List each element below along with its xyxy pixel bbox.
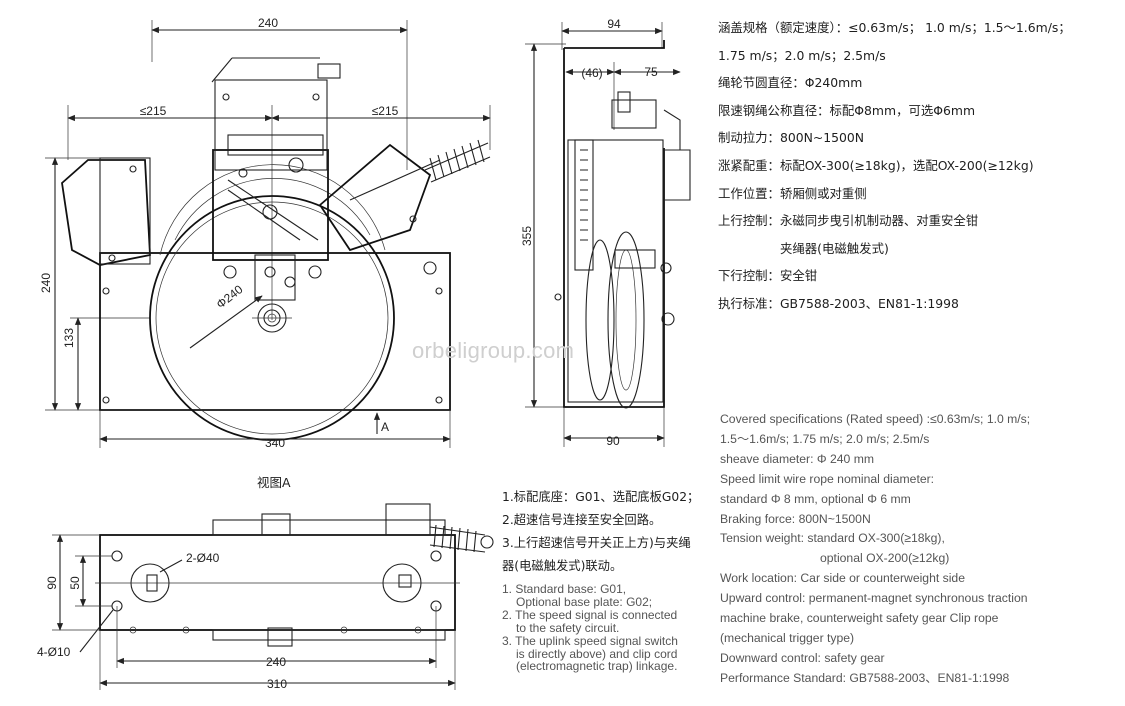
spec-zh-line: 1.75 m/s；2.0 m/s；2.5m/s bbox=[718, 47, 886, 63]
note-en-line: Optional base plate: G02; bbox=[516, 594, 653, 609]
bottom-height-50-dim: 50 bbox=[68, 576, 82, 590]
spec-zh-line: 制动拉力：800N~1500N bbox=[718, 130, 865, 146]
bottom-total-310-dim: 310 bbox=[267, 677, 287, 691]
spec-en-line: 1.5～1.6m/s; 1.75 m/s; 2.0 m/s; 2.5m/s bbox=[720, 431, 930, 446]
notes-english: 1. Standard base: G01, Optional base pla… bbox=[502, 583, 717, 673]
spec-en-line: Braking force: 800N~1500N bbox=[720, 511, 871, 526]
notes-chinese: 1.标配底座：G01、选配底板G02； 2.超速信号连接至安全回路。 3.上行超… bbox=[502, 486, 722, 578]
front-base-width-dim: 340 bbox=[265, 436, 285, 450]
watermark: orbeligroup.com bbox=[412, 338, 575, 363]
small-holes-callout: 4-Ø10 bbox=[37, 645, 71, 659]
note-en-line: 3. The uplink speed signal switch bbox=[502, 633, 678, 648]
large-holes-callout: 2-Ø40 bbox=[186, 551, 220, 565]
spec-zh-line: 执行标准：GB7588-2003、EN81-1:1998 bbox=[718, 295, 959, 311]
front-height-dim: 240 bbox=[39, 273, 53, 293]
note-zh-line: 2.超速信号连接至安全回路。 bbox=[502, 513, 662, 527]
front-left-reach-dim: ≤215 bbox=[140, 104, 167, 118]
bottom-height-90-dim: 90 bbox=[45, 576, 59, 590]
spec-en-line: Upward control: permanent-magnet synchro… bbox=[720, 591, 1028, 606]
spec-en-line: Tension weight: standard OX-300(≥18kg), bbox=[720, 531, 945, 546]
view-a-title: 视图A bbox=[257, 475, 291, 490]
side-view: 94 (46) 75 355 90 bbox=[520, 17, 691, 448]
spec-zh-line: 涵盖规格（额定速度）：≤0.63m/s； 1.0 m/s；1.5～1.6m/s； bbox=[718, 20, 1071, 35]
sheave-diameter-dim: Φ240 bbox=[214, 282, 246, 311]
spec-en-line: Speed limit wire rope nominal diameter: bbox=[720, 471, 935, 486]
side-width-75-dim: 75 bbox=[644, 65, 658, 79]
bottom-view: 2-Ø40 4-Ø10 90 50 240 310 bbox=[37, 503, 494, 691]
specs-chinese: 涵盖规格（额定速度）：≤0.63m/s； 1.0 m/s；1.5～1.6m/s；… bbox=[718, 14, 1118, 318]
spec-zh-line: 绳轮节圆直径：Φ240mm bbox=[718, 75, 863, 91]
front-view: 240 ≤215 ≤215 240 133 Φ240 bbox=[39, 16, 491, 450]
spec-zh-line: 工作位置：轿厢侧或对重侧 bbox=[718, 185, 867, 201]
spec-zh-line: 夹绳器(电磁触发式) bbox=[780, 240, 889, 256]
front-right-reach-dim: ≤215 bbox=[372, 104, 399, 118]
spec-en-line: Work location: Car side or counterweight… bbox=[720, 571, 965, 586]
spec-zh-line: 下行控制：安全钳 bbox=[718, 268, 818, 284]
bottom-span-240-dim: 240 bbox=[266, 655, 286, 669]
note-en-line: 2. The speed signal is connected bbox=[502, 607, 678, 622]
spec-en-line: Covered specifications (Rated speed) :≤0… bbox=[720, 412, 1031, 426]
specs-english: Covered specifications (Rated speed) :≤0… bbox=[720, 410, 1120, 689]
spec-zh-line: 上行控制：永磁同步曳引机制动器、对重安全钳 bbox=[718, 213, 979, 229]
view-a-arrow-label: A bbox=[381, 420, 389, 434]
front-top-width-dim: 240 bbox=[258, 16, 278, 30]
side-top-width-dim: 94 bbox=[607, 17, 621, 31]
note-en-line: 1. Standard base: G01, bbox=[502, 582, 627, 596]
spec-en-line: machine brake, counterweight safety gear… bbox=[720, 611, 999, 626]
side-offset-dim: (46) bbox=[581, 66, 602, 80]
note-zh-line: 1.标配底座：G01、选配底板G02； bbox=[502, 490, 700, 504]
note-en-line: (electromagnetic trap) linkage. bbox=[516, 659, 678, 674]
spec-zh-line: 限速钢绳公称直径：标配Φ8mm，可选Φ6mm bbox=[718, 102, 976, 118]
spec-en-line: Downward control: safety gear bbox=[720, 650, 885, 665]
front-axis-height-dim: 133 bbox=[62, 328, 76, 348]
note-en-line: to the safety circuit. bbox=[516, 620, 620, 635]
note-zh-line: 3.上行超速信号开关正上方)与夹绳 bbox=[502, 536, 691, 550]
spec-en-line: sheave diameter: Φ 240 mm bbox=[720, 451, 875, 466]
side-base-width-dim: 90 bbox=[606, 434, 620, 448]
note-zh-line: 器(电磁触发式)联动。 bbox=[502, 559, 623, 573]
side-height-dim: 355 bbox=[520, 226, 534, 246]
spec-en-line: (mechanical trigger type) bbox=[720, 630, 855, 645]
spec-en-line: standard Φ 8 mm, optional Φ 6 mm bbox=[720, 491, 911, 506]
note-en-line: is directly above) and clip cord bbox=[516, 646, 678, 661]
spec-en-line: optional OX-200(≥12kg) bbox=[820, 551, 950, 566]
spec-zh-line: 涨紧配重：标配OX-300(≥18kg)，选配OX-200(≥12kg) bbox=[718, 157, 1034, 173]
spec-en-line: Performance Standard: GB7588-2003、EN81-1… bbox=[720, 670, 1010, 685]
